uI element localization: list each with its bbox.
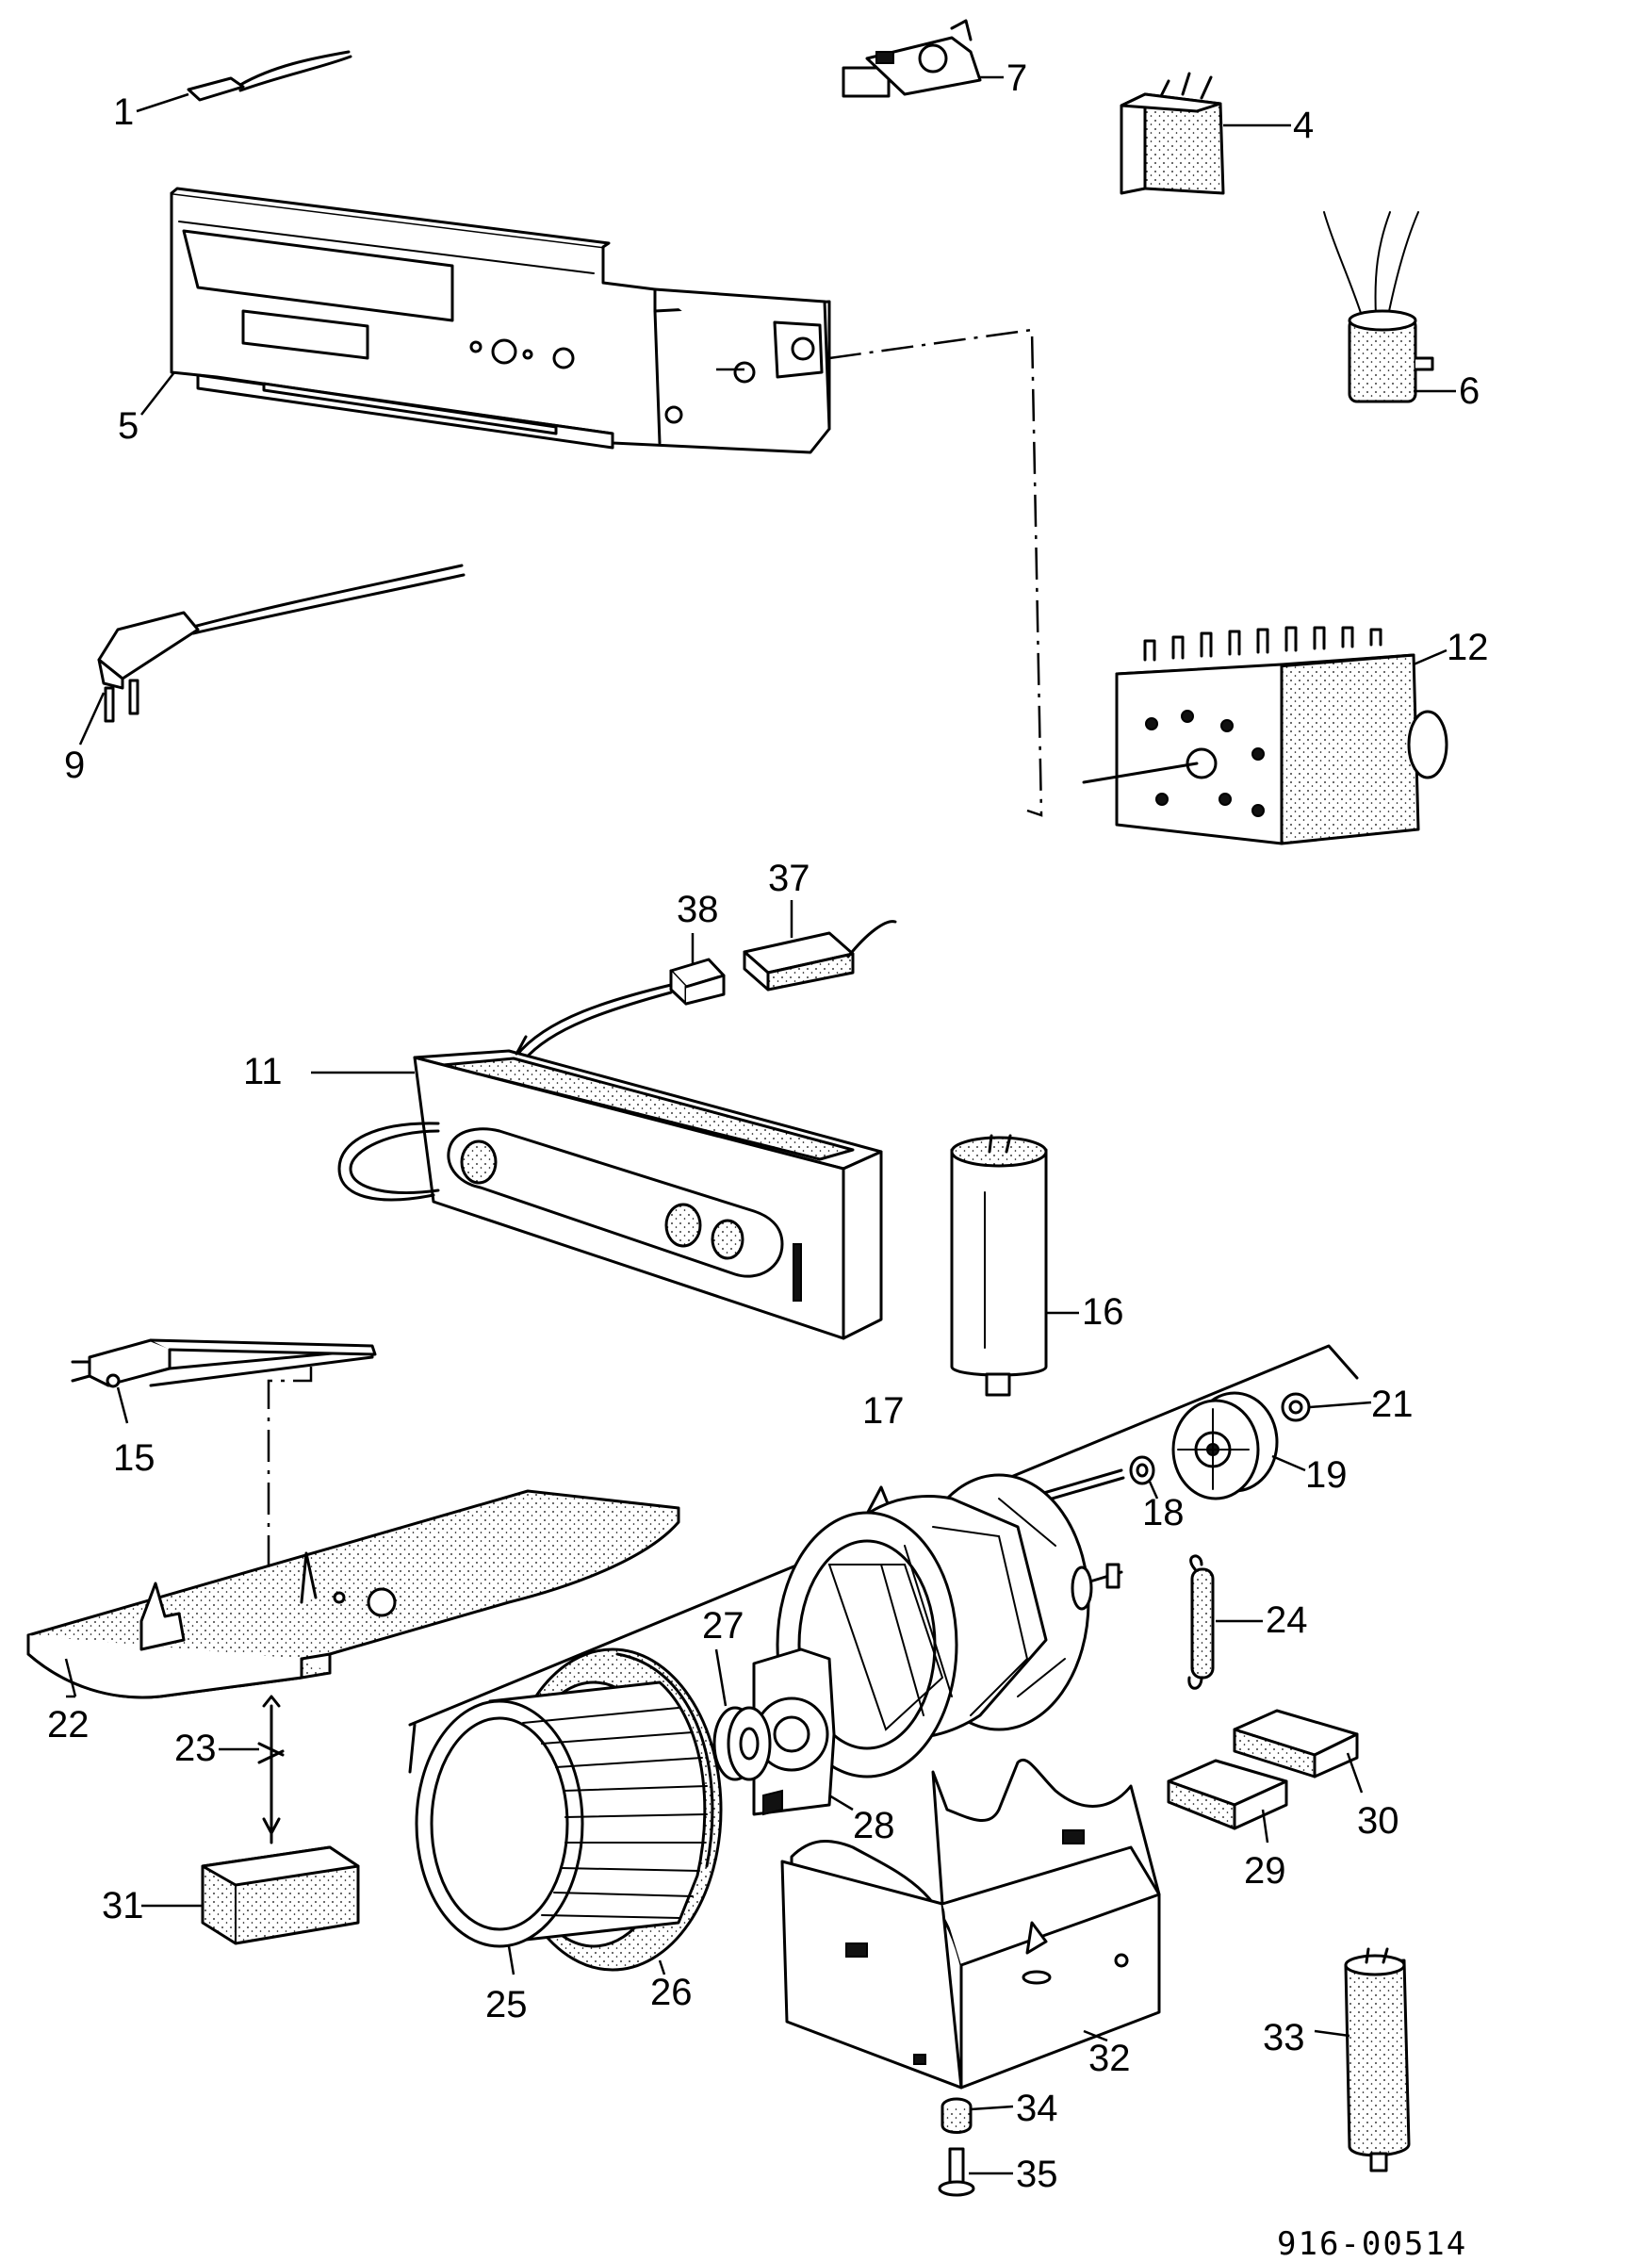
label-6: 6	[1459, 370, 1480, 412]
part-15-microswitch	[71, 1338, 377, 1602]
label-33: 33	[1263, 2017, 1305, 2058]
part-28-mount	[752, 1647, 854, 1816]
part-21-nut	[1281, 1392, 1372, 1422]
part-30-terminal-block	[1233, 1709, 1364, 1794]
label-32: 32	[1088, 2038, 1131, 2079]
part-32-cradle	[780, 1758, 1161, 2090]
part-1-sensor	[136, 50, 352, 113]
part-6-capacitor-small	[1323, 211, 1456, 403]
label-26: 26	[650, 1972, 693, 2013]
part-27-collar	[712, 1648, 772, 1781]
part-38-connector	[515, 933, 726, 1062]
part-37-terminal	[743, 900, 897, 992]
part-9-plug	[78, 564, 466, 746]
label-21: 21	[1371, 1384, 1414, 1425]
label-31: 31	[102, 1885, 144, 1926]
part-35-screw	[938, 2147, 1013, 2197]
part-31-foam-pad	[141, 1845, 360, 1945]
label-16: 16	[1082, 1291, 1124, 1333]
part-7-switch	[842, 19, 1004, 98]
part-labels: 1 7 4 6 5 9 12 38 37 11 16 15 17 21 19 1…	[47, 57, 1489, 2195]
label-12: 12	[1447, 627, 1489, 668]
part-23-rod	[219, 1695, 285, 1844]
label-1: 1	[113, 91, 134, 133]
label-19: 19	[1305, 1454, 1348, 1496]
part-11-heater-element	[311, 1035, 883, 1340]
part-22-base-plate	[26, 1489, 680, 1699]
label-9: 9	[64, 745, 85, 786]
label-29: 29	[1244, 1850, 1286, 1892]
label-34: 34	[1016, 2088, 1058, 2129]
part-5-control-bracket	[140, 187, 831, 454]
part-18-washer	[1129, 1455, 1159, 1500]
label-25: 25	[485, 1984, 528, 2025]
label-23: 23	[174, 1728, 217, 1769]
label-24: 24	[1266, 1599, 1308, 1641]
part-19-pulley	[1171, 1391, 1306, 1500]
label-18: 18	[1142, 1492, 1185, 1533]
label-4: 4	[1293, 105, 1314, 146]
label-7: 7	[1006, 57, 1027, 99]
drawing-number: 916-00514	[1277, 2225, 1467, 2262]
part-29-terminal-block	[1167, 1759, 1288, 1844]
label-30: 30	[1357, 1800, 1399, 1842]
label-11: 11	[243, 1051, 283, 1092]
part-24-spring	[1187, 1554, 1263, 1690]
label-27: 27	[702, 1605, 744, 1647]
part-16-capacitor	[950, 1134, 1079, 1397]
part-4-relay	[1120, 72, 1291, 195]
label-15: 15	[113, 1437, 155, 1479]
label-28: 28	[853, 1805, 895, 1846]
label-5: 5	[118, 405, 139, 447]
part-34-grommet	[940, 2097, 1014, 2134]
part-33-capacitor	[1314, 1947, 1411, 2172]
part-25-blower-wheel	[415, 1680, 708, 1975]
label-17: 17	[862, 1390, 905, 1432]
label-35: 35	[1016, 2154, 1058, 2195]
label-22: 22	[47, 1704, 90, 1746]
part-12-timer	[1082, 626, 1448, 845]
label-38: 38	[677, 889, 719, 930]
assembly-link-5-12	[828, 328, 1043, 817]
label-37: 37	[768, 858, 810, 899]
